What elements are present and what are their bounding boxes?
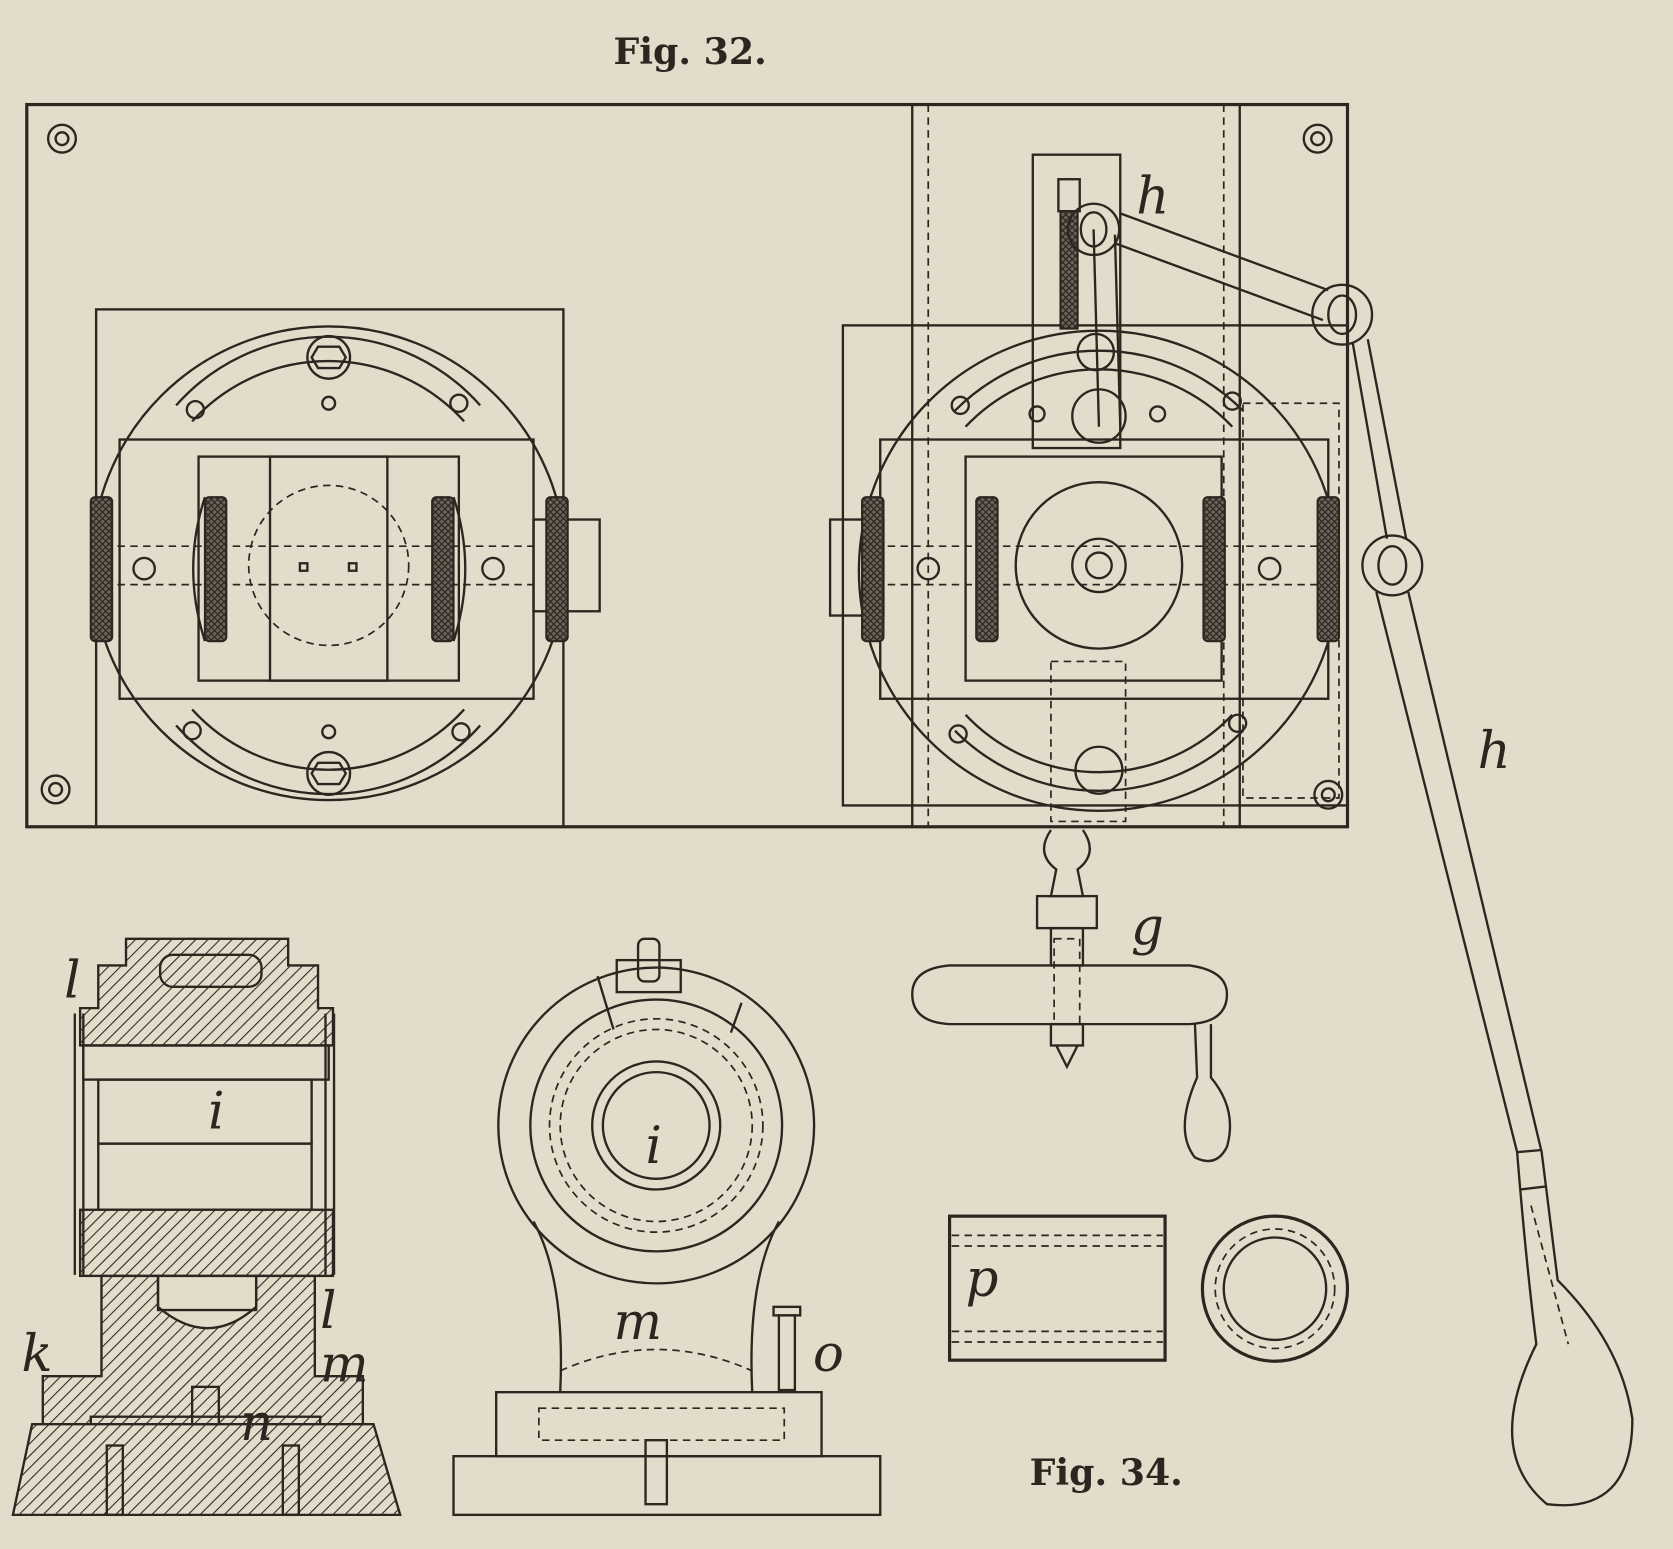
label-h-handle: h: [1478, 721, 1511, 781]
left-vise-plan: [89, 308, 601, 828]
figure-34-caption: Fig. 34.: [1030, 1451, 1183, 1494]
figure-32-caption: Fig. 32.: [614, 30, 767, 73]
label-g: g: [1131, 897, 1164, 957]
label-m-section: m: [320, 1335, 369, 1395]
right-vise-plan: [828, 104, 1349, 827]
corner-screw-icon: [46, 123, 78, 154]
label-k: k: [21, 1324, 52, 1384]
label-o: o: [813, 1324, 844, 1384]
label-n: n: [240, 1393, 273, 1453]
corner-screw-icon: [40, 774, 71, 805]
corner-screw-icon: [1313, 779, 1344, 810]
label-i-front: i: [646, 1116, 662, 1176]
bushing-figure-34: [947, 1214, 1350, 1363]
label-h-top: h: [1136, 166, 1169, 226]
hand-wheel-assembly: [911, 829, 1232, 1163]
vise-front-view: [452, 937, 882, 1517]
label-i-section: i: [208, 1082, 224, 1142]
label-p: p: [966, 1249, 999, 1309]
vise-section-view: [11, 937, 402, 1517]
rack-and-lever: [1031, 153, 1634, 1507]
label-l-bottom: l: [320, 1281, 336, 1341]
label-m-front: m: [614, 1292, 663, 1352]
label-l-top: l: [64, 950, 80, 1010]
corner-screw-icon: [1302, 123, 1333, 154]
